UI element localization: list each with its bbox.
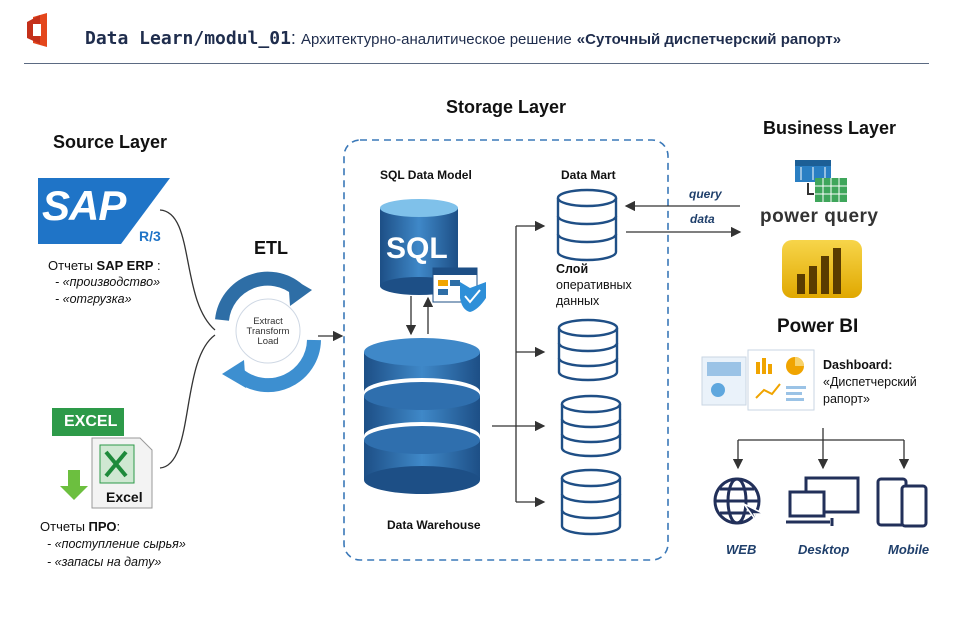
data-mart-icon-2 [557, 318, 619, 382]
storage-container [343, 139, 669, 561]
dashboard-line: рапорт» [823, 392, 870, 406]
data-mart-icon-1 [556, 188, 618, 262]
sap-logo-text: SAP [42, 182, 126, 229]
excel-item: - «поступление сырья» [47, 537, 186, 551]
header-title: «Суточный диспетчерский рапорт» [576, 31, 842, 48]
etl-step: Transform [246, 326, 290, 337]
web-globe-icon [713, 477, 765, 527]
storage-layer-label: Storage Layer [446, 97, 567, 117]
dashboard-icon [701, 349, 815, 411]
power-query-icon [795, 160, 847, 202]
excel-title-bold: ПРО [88, 519, 117, 534]
mart-label-line: оперативных [556, 278, 632, 292]
sql-logo-text: SQL [386, 232, 448, 265]
desktop-icon [786, 476, 860, 526]
etl-label: ETL [254, 238, 288, 258]
header-divider [24, 63, 929, 64]
sap-title-suffix: : [153, 258, 161, 273]
power-query-label: power query [760, 206, 879, 227]
data-mart-label: Data Mart [561, 168, 616, 182]
excel-item: - «запасы на дату» [47, 555, 162, 569]
sap-title-bold: SAP ERP [96, 258, 154, 273]
etl-step: Load [257, 336, 279, 347]
header-separator: : [290, 28, 296, 48]
dashboard-line: «Диспетчерский [823, 375, 917, 389]
query-label: query [689, 187, 722, 201]
device-label-mobile: Mobile [888, 542, 930, 557]
etl-step: Extract [253, 316, 283, 327]
warehouse-label: Data Warehouse [387, 518, 481, 532]
dashboard-title: Dashboard: [823, 358, 893, 372]
power-bi-icon [782, 240, 862, 298]
device-label-desktop: Desktop [798, 542, 850, 557]
sap-reports-title: Отчеты SAP ERP : [48, 258, 161, 273]
etl-cycle-icon [215, 271, 321, 393]
project-name: Data Learn/modul_01 [85, 28, 291, 49]
data-mart-icon-3 [560, 394, 622, 458]
device-label-web: WEB [726, 542, 757, 557]
excel-title-prefix: Отчеты [40, 519, 89, 534]
power-bi-label: Power BI [777, 316, 859, 337]
excel-icon [52, 408, 153, 509]
mart-tree-connector [492, 220, 546, 508]
mobile-icon [876, 477, 928, 528]
etl-steps: Extract Transform Load [238, 317, 298, 347]
sap-title-prefix: Отчеты [48, 258, 97, 273]
data-warehouse-icon [364, 338, 480, 494]
data-mart-icon-4 [560, 468, 622, 536]
sap-version: R/3 [139, 228, 161, 244]
sap-logo-icon [38, 178, 170, 244]
page-header: Data Learn/modul_01: Архитектурно-аналит… [85, 28, 841, 49]
mart-layer-label: Слой оперативных данных [556, 261, 632, 309]
header-subtitle: Архитектурно-аналитическое решение [300, 31, 572, 48]
sql-model-label: SQL Data Model [380, 168, 472, 182]
data-label: data [690, 212, 715, 226]
excel-title-suffix: : [116, 519, 121, 534]
office-logo-icon [27, 13, 47, 47]
sql-database-icon [380, 199, 486, 312]
source-connector-excel [159, 334, 216, 469]
business-layer-label: Business Layer [763, 118, 897, 138]
mart-label-bold: Слой [556, 262, 589, 276]
mart-label-line: данных [556, 294, 600, 308]
source-connector-sap [159, 209, 216, 331]
excel-word: Excel [106, 489, 143, 505]
device-connectors [732, 428, 910, 470]
source-layer-label: Source Layer [53, 132, 168, 152]
sap-item: - «производство» [55, 275, 161, 289]
dashboard-caption: Dashboard: «Диспетчерский рапорт» [823, 357, 917, 408]
excel-reports-title: Отчеты ПРО: [40, 519, 120, 534]
sap-item: - «отгрузка» [55, 292, 132, 306]
excel-logo-text: EXCEL [64, 413, 118, 430]
